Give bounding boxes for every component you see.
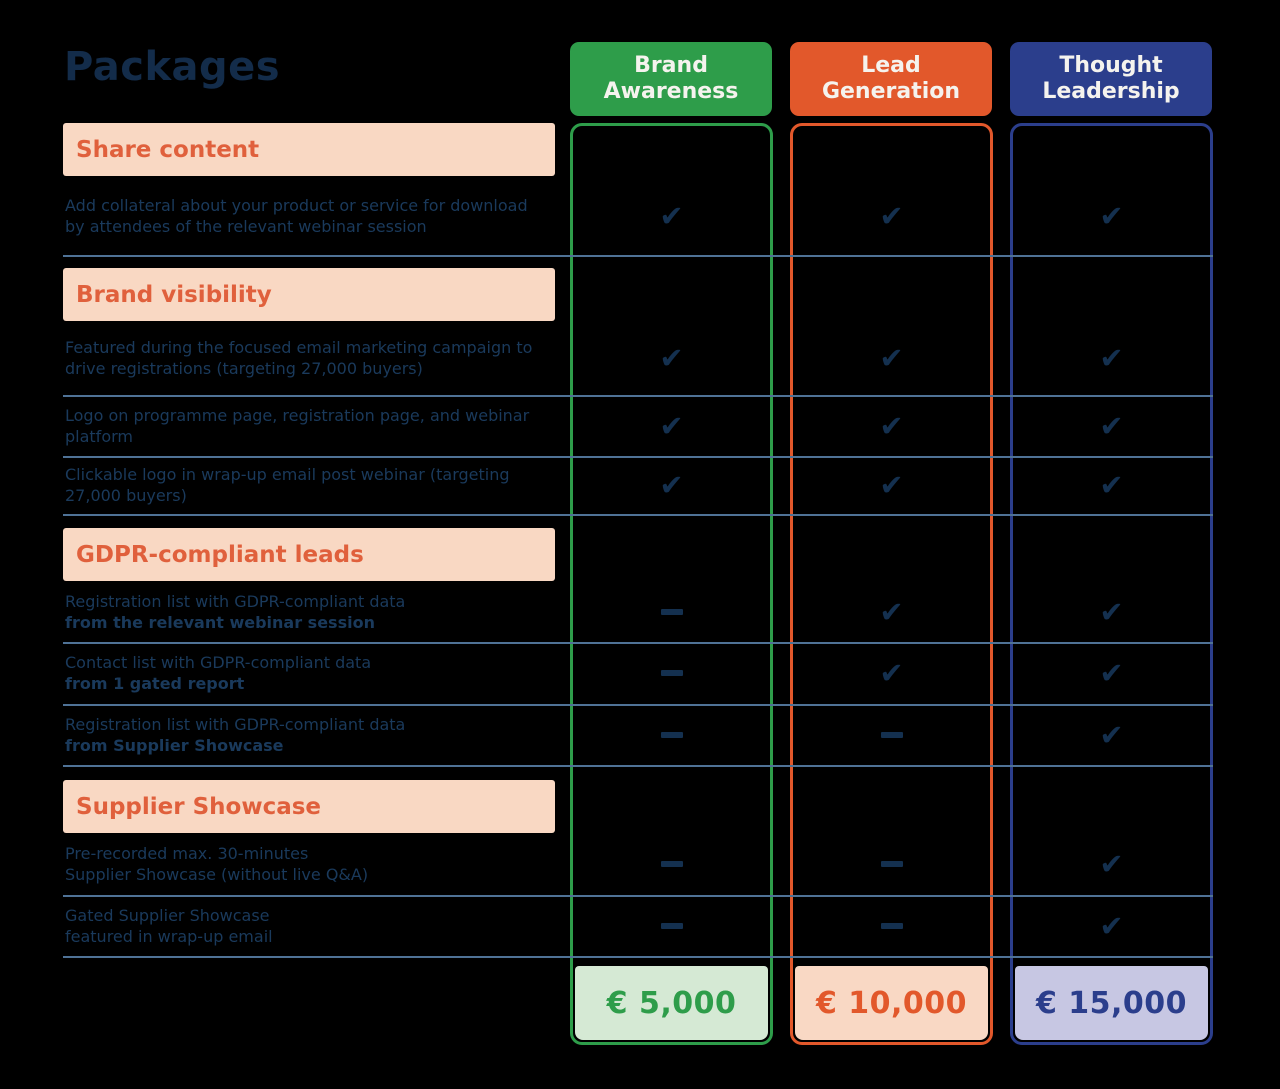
row-separator xyxy=(63,514,1213,516)
cell-lead-generation xyxy=(790,456,993,514)
cell-thought-leadership xyxy=(1010,321,1213,395)
cell-brand-awareness xyxy=(570,833,773,895)
cell-thought-leadership xyxy=(1010,456,1213,514)
row-separator xyxy=(63,765,1213,767)
feature-label-line2: by attendees of the relevant webinar ses… xyxy=(65,216,427,236)
feature-label-line2: from Supplier Showcase xyxy=(65,735,284,755)
feature-row: Contact list with GDPR-compliant data fr… xyxy=(0,642,1280,704)
cell-thought-leadership xyxy=(1010,395,1213,456)
feature-label: Featured during the focused email market… xyxy=(65,321,565,395)
section-heading-share-content: Share content xyxy=(63,123,555,176)
feature-label: Gated Supplier Showcase featured in wrap… xyxy=(65,895,565,956)
feature-label: Contact list with GDPR-compliant data fr… xyxy=(65,642,565,704)
feature-label-line1: Gated Supplier Showcase xyxy=(65,905,270,925)
cell-brand-awareness xyxy=(570,895,773,956)
cell-thought-leadership xyxy=(1010,176,1213,255)
feature-label: Add collateral about your product or ser… xyxy=(65,176,565,255)
feature-row: Clickable logo in wrap-up email post web… xyxy=(0,456,1280,514)
feature-label: Pre-recorded max. 30-minutes Supplier Sh… xyxy=(65,833,565,895)
cell-brand-awareness xyxy=(570,581,773,642)
feature-label-line2: Supplier Showcase (without live Q&A) xyxy=(65,865,369,884)
cell-brand-awareness xyxy=(570,395,773,456)
cell-thought-leadership xyxy=(1010,581,1213,642)
feature-row: Registration list with GDPR-compliant da… xyxy=(0,704,1280,765)
cell-brand-awareness xyxy=(570,176,773,255)
feature-row: Gated Supplier Showcase featured in wrap… xyxy=(0,895,1280,956)
feature-row: Featured during the focused email market… xyxy=(0,321,1280,395)
feature-label: Clickable logo in wrap-up email post web… xyxy=(65,456,565,514)
price-lead-generation: € 10,000 xyxy=(795,966,988,1040)
row-separator xyxy=(63,255,1213,257)
row-separator xyxy=(63,956,1213,958)
page-title: Packages xyxy=(64,44,281,90)
cell-thought-leadership xyxy=(1010,895,1213,956)
feature-label-line2: platform xyxy=(65,426,133,446)
feature-label-line2: drive registrations (targeting 27,000 bu… xyxy=(65,359,423,378)
cell-lead-generation xyxy=(790,176,993,255)
price-brand-awareness: € 5,000 xyxy=(575,966,768,1040)
feature-label-line1: Registration list with GDPR-compliant da… xyxy=(65,714,406,734)
section-heading-gdpr-leads: GDPR-compliant leads xyxy=(63,528,555,581)
price-thought-leadership: € 15,000 xyxy=(1015,966,1208,1040)
cell-lead-generation xyxy=(790,704,993,765)
column-header-brand-awareness: Brand Awareness xyxy=(570,42,772,116)
cell-lead-generation xyxy=(790,642,993,704)
cell-lead-generation xyxy=(790,395,993,456)
column-header-thought-leadership: Thought Leadership xyxy=(1010,42,1212,116)
feature-label-line1: Contact list with GDPR-compliant data xyxy=(65,653,372,672)
feature-label: Registration list with GDPR-compliant da… xyxy=(65,581,565,642)
feature-row: Pre-recorded max. 30-minutes Supplier Sh… xyxy=(0,833,1280,895)
feature-row: Add collateral about your product or ser… xyxy=(0,176,1280,255)
feature-label-line2: 27,000 buyers) xyxy=(65,486,187,505)
feature-row: Logo on programme page, registration pag… xyxy=(0,395,1280,456)
feature-label-line1: Clickable logo in wrap-up email post web… xyxy=(65,465,510,484)
feature-label-line1: Featured during the focused email market… xyxy=(65,338,533,357)
cell-lead-generation xyxy=(790,895,993,956)
feature-label: Logo on programme page, registration pag… xyxy=(65,395,565,456)
feature-label-line2: from 1 gated report xyxy=(65,674,245,693)
cell-lead-generation xyxy=(790,321,993,395)
cell-brand-awareness xyxy=(570,456,773,514)
column-box-thought-leadership: € 15,000 xyxy=(1010,123,1213,1045)
feature-label-line2: from the relevant webinar session xyxy=(65,612,375,632)
section-heading-brand-visibility: Brand visibility xyxy=(63,268,555,321)
feature-label-line1: Registration list with GDPR-compliant da… xyxy=(65,591,406,611)
cell-lead-generation xyxy=(790,833,993,895)
feature-label-line1: Pre-recorded max. 30-minutes xyxy=(65,844,309,863)
cell-brand-awareness xyxy=(570,642,773,704)
cell-thought-leadership xyxy=(1010,642,1213,704)
feature-label-line2: featured in wrap-up email xyxy=(65,926,273,946)
feature-row: Registration list with GDPR-compliant da… xyxy=(0,581,1280,642)
feature-label: Registration list with GDPR-compliant da… xyxy=(65,704,565,765)
cell-brand-awareness xyxy=(570,704,773,765)
cell-lead-generation xyxy=(790,581,993,642)
cell-brand-awareness xyxy=(570,321,773,395)
section-heading-supplier-showcase: Supplier Showcase xyxy=(63,780,555,833)
column-header-lead-generation: Lead Generation xyxy=(790,42,992,116)
feature-label-line1: Logo on programme page, registration pag… xyxy=(65,405,530,425)
cell-thought-leadership xyxy=(1010,704,1213,765)
feature-label-line1: Add collateral about your product or ser… xyxy=(65,195,528,215)
cell-thought-leadership xyxy=(1010,833,1213,895)
